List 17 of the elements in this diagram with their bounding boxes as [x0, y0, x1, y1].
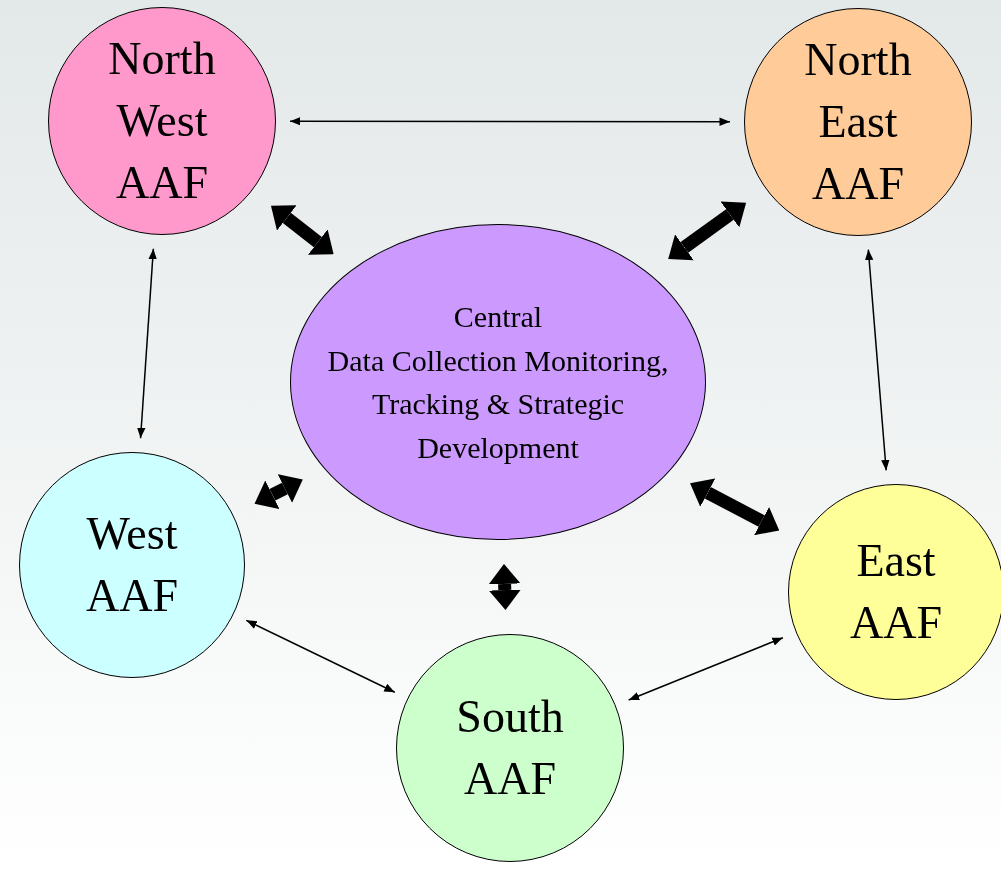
node-label: Data Collection Monitoring, Tracking & Strategic Development [326, 342, 670, 466]
arrow [289, 117, 731, 126]
thick-double-arrow [488, 563, 521, 611]
node-label: East AAF [849, 533, 943, 650]
arrow [627, 636, 784, 701]
node-label: North East AAF [803, 32, 913, 212]
hub-heading: Central [453, 299, 543, 335]
thick-double-arrow [254, 474, 303, 510]
arrow [864, 248, 890, 472]
arrow [245, 619, 396, 693]
node-label: West AAF [85, 506, 179, 623]
arrow [137, 247, 157, 440]
thick-double-arrow [668, 201, 747, 261]
node-label: North West AAF [107, 31, 217, 211]
node-label: South AAF [455, 689, 565, 806]
thick-double-arrow [690, 478, 780, 536]
thick-double-arrow [271, 205, 334, 255]
